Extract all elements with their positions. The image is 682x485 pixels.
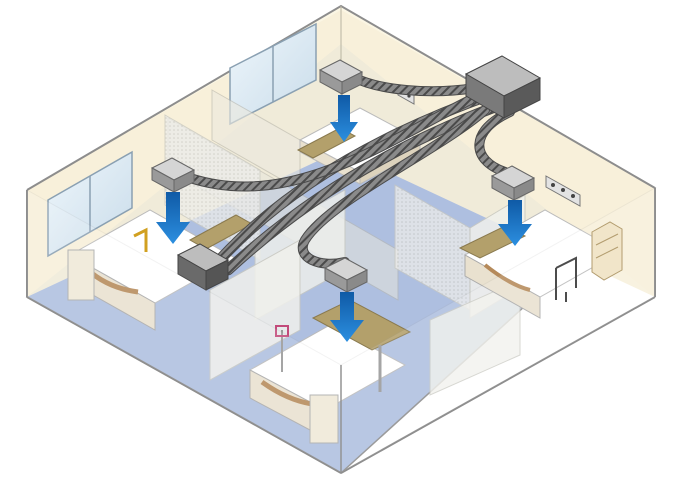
diffuser-icon (150, 157, 196, 193)
airflow-arrow-icon (498, 200, 532, 246)
front-glass-right (340, 187, 656, 474)
flexible-duct-icon (185, 95, 475, 192)
air-handling-unit-icon (176, 243, 230, 291)
cabinet-icon (591, 221, 623, 281)
diffuser-icon (490, 165, 536, 201)
chair-icon (133, 227, 148, 252)
over-bed-table-icon (311, 299, 412, 392)
airflow-arrow-icon (330, 292, 364, 342)
front-wall-right-edge (340, 296, 656, 474)
flexible-duct-icon (297, 105, 490, 269)
flexible-duct-icon (474, 107, 515, 177)
airflow-arrow-icon (330, 95, 358, 142)
diffuser-icon (318, 59, 364, 95)
privacy-curtain-icon (209, 239, 301, 381)
back-wall-right-inner (341, 10, 655, 297)
privacy-curtain-icon (429, 279, 521, 396)
chair-icon (555, 256, 577, 302)
wall-outlet-icon (545, 175, 581, 207)
bed-icon (463, 209, 622, 319)
iv-stand-icon (275, 325, 289, 372)
airflow-arrow-icon (156, 192, 190, 244)
flexible-duct-icon (350, 73, 480, 97)
air-handling-unit-icon (464, 55, 542, 119)
window-icon (47, 150, 133, 258)
front-glass-left (26, 189, 342, 474)
front-wall-left-edge (26, 296, 342, 474)
diffuser-icon (323, 257, 369, 293)
